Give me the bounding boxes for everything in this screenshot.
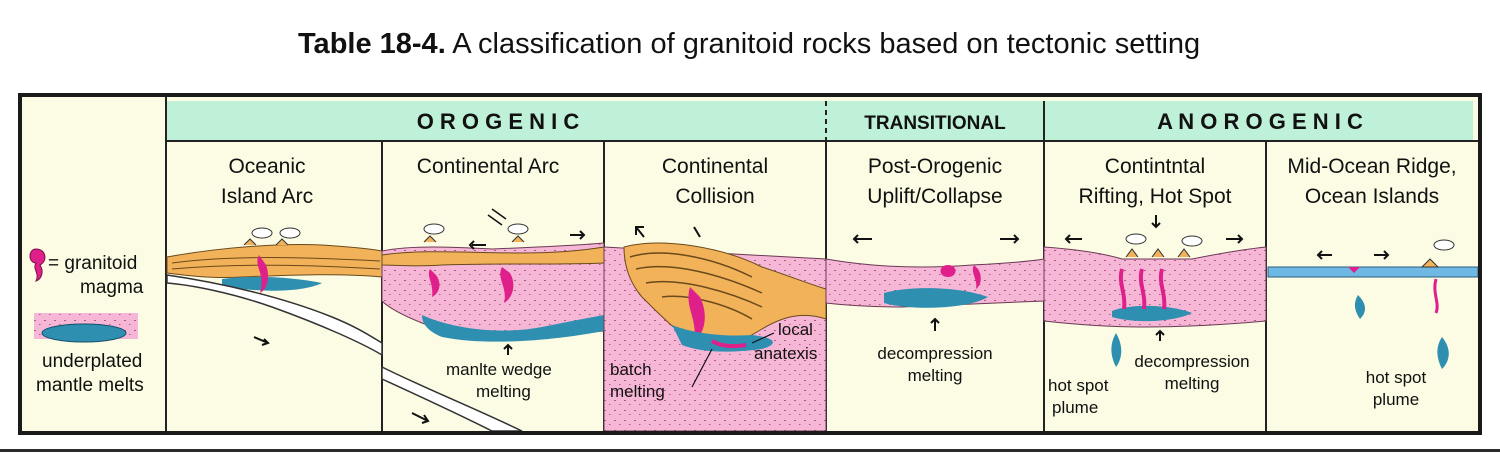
setting-post-orogenic-line1: Post-Orogenic <box>868 155 1002 178</box>
annotation-wedge-line1: manlte wedge <box>446 360 552 379</box>
header-band <box>167 101 1473 141</box>
annotation-hotspot2-line2: plume <box>1373 390 1419 409</box>
header-orogenic: O R O G E N I C <box>417 109 580 134</box>
legend: = granitoid magma underplated mantle mel… <box>29 248 144 396</box>
bottom-divider <box>0 449 1500 452</box>
title-text: A classification of granitoid rocks base… <box>445 28 1201 60</box>
title-table-number: Table 18-4. <box>298 28 446 60</box>
annotation-decomp1-line1: decompression <box>877 344 992 363</box>
setting-rifting-line1: Contintntal <box>1105 155 1205 178</box>
annotation-decomp2-line2: melting <box>1165 374 1220 393</box>
setting-continental-arc: Continental Arc <box>417 155 559 178</box>
header-transitional: TRANSITIONAL <box>864 113 1006 134</box>
setting-collision-line1: Continental <box>662 155 768 178</box>
annotation-hotspot1-line1: hot spot <box>1048 376 1109 395</box>
annotation-decomp1-line2: melting <box>908 366 963 385</box>
panel-continental-arc: manlte wedge melting <box>381 208 605 431</box>
annotation-hotspot2-line1: hot spot <box>1366 368 1427 387</box>
legend-underplate-line1: underplated <box>42 351 142 372</box>
legend-magma-line2: magma <box>80 277 144 298</box>
panel-post-orogenic: decompression melting <box>825 234 1045 385</box>
legend-magma-line1: = granitoid <box>48 253 137 274</box>
legend-underplate-line2: mantle melts <box>36 375 144 396</box>
panel-oceanic-island-arc <box>166 227 383 357</box>
annotation-hotspot1-line2: plume <box>1052 398 1098 417</box>
annotation-wedge-line2: melting <box>476 382 531 401</box>
setting-rifting-line2: Rifting, Hot Spot <box>1079 185 1232 208</box>
setting-mor-line1: Mid-Ocean Ridge, <box>1287 155 1456 178</box>
annotation-local-line1: local <box>778 320 813 339</box>
setting-oceanic-arc-line2: Island Arc <box>221 185 313 208</box>
header-anorogenic: A N O R O G E N I C <box>1157 109 1363 134</box>
magma-legend-icon <box>29 248 46 282</box>
panel-continental-rifting: decompression melting hot spot plume <box>1043 215 1267 417</box>
classification-diagram: O R O G E N I C TRANSITIONAL A N O R O G… <box>22 97 1478 431</box>
annotation-decomp2-line1: decompression <box>1134 352 1249 371</box>
panel-mid-ocean-ridge: hot spot plume <box>1267 239 1478 409</box>
setting-oceanic-arc-line1: Oceanic <box>228 155 305 178</box>
setting-post-orogenic-line2: Uplift/Collapse <box>867 185 1002 208</box>
annotation-local-line2: anatexis <box>754 344 817 363</box>
setting-mor-line2: Ocean Islands <box>1305 185 1439 208</box>
setting-collision-line2: Collision <box>675 185 754 208</box>
panel-continental-collision: batch melting local anatexis <box>603 226 827 431</box>
annotation-batch-line2: melting <box>610 382 665 401</box>
annotation-batch-line1: batch <box>610 360 652 379</box>
